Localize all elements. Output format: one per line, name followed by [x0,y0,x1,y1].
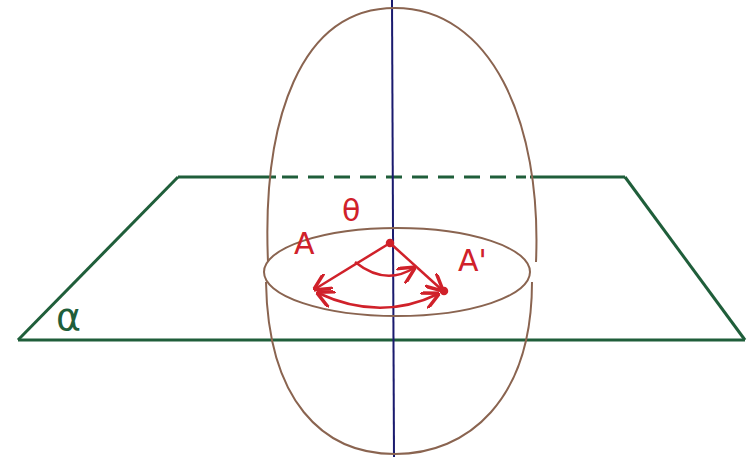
rotation-arc [318,293,438,308]
angle-label: θ [342,196,360,226]
point-A-prime [441,288,447,294]
angle-arc [355,262,414,276]
cross-section-circle [264,228,530,316]
radius-to-A-prime [390,243,442,290]
rotation-marks [315,240,447,308]
plane-edge [18,339,745,342]
point-label: A' [458,246,487,276]
plane-hidden-edge [282,176,526,179]
plane-label: α [56,298,81,336]
center-point [387,240,393,246]
point-label: A [294,229,315,259]
plane-edge [530,176,625,179]
plane-edge [625,177,745,340]
surface-lower [266,282,532,454]
radius-to-A [315,243,390,289]
surface-upper [267,8,536,262]
plane-edge [178,176,276,179]
surface-of-revolution [264,8,536,454]
plane-alpha [18,177,745,340]
plane-edge [18,177,178,340]
